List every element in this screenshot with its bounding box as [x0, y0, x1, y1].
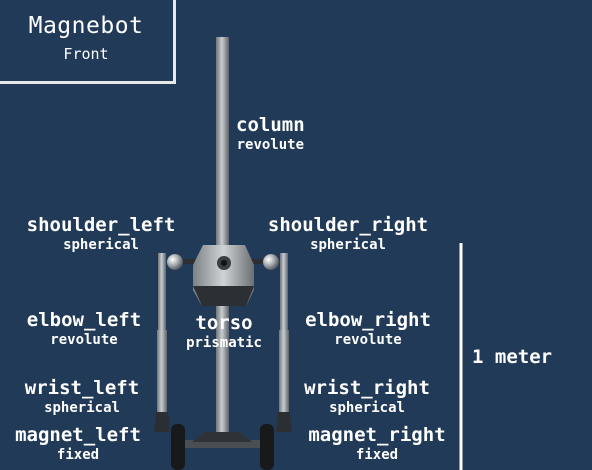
- title-box: Magnebot Front: [0, 0, 176, 84]
- right-arm-lower: [279, 330, 289, 412]
- wheel-left: [171, 424, 185, 470]
- diagram-title: Magnebot: [28, 13, 144, 39]
- wheel-right: [260, 424, 274, 470]
- magnet-left-shape: [154, 412, 170, 432]
- base-mount: [192, 432, 252, 442]
- left-arm-lower: [157, 330, 167, 412]
- magnet-right-shape: [276, 412, 292, 432]
- joint-torso-label: torso prismatic: [186, 312, 262, 351]
- column-shaft: [216, 37, 229, 437]
- joint-column-label: column revolute: [236, 114, 305, 153]
- torso-bottom: [193, 286, 254, 306]
- joint-magnet-right-label: magnet_right fixed: [308, 424, 446, 463]
- joint-elbow-right-label: elbow_right revolute: [305, 309, 431, 348]
- joint-wrist-left-label: wrist_left spherical: [24, 377, 140, 416]
- joint-magnet-left-label: magnet_left fixed: [15, 424, 141, 463]
- diagram-subtitle: Front: [63, 45, 109, 63]
- joint-wrist-right-label: wrist_right spherical: [304, 377, 430, 416]
- joint-shoulder-left-label: shoulder_left spherical: [26, 214, 176, 253]
- base-plate: [176, 440, 272, 448]
- scale-label: 1 meter: [472, 346, 553, 368]
- shoulder-right-ball: [263, 254, 279, 270]
- joint-shoulder-right-label: shoulder_right spherical: [267, 214, 429, 253]
- joint-elbow-left-label: elbow_left revolute: [26, 309, 142, 348]
- shoulder-left-ball: [167, 254, 183, 270]
